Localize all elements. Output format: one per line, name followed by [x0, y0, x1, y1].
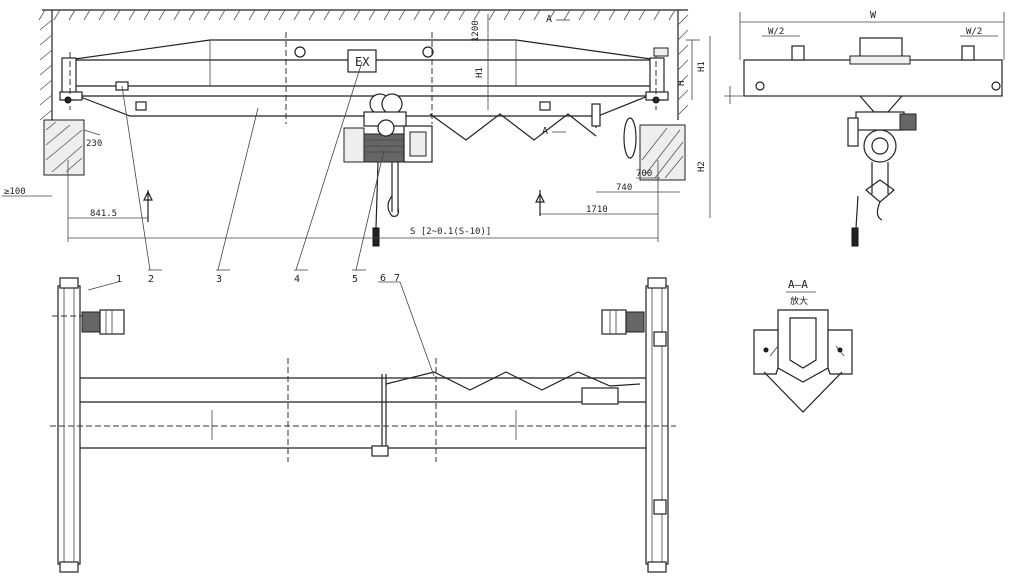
main-girder: EX — [67, 32, 659, 124]
dim-700: 700 — [636, 169, 652, 179]
dim-1200: 1200 — [471, 20, 481, 42]
dim-230: 230 — [86, 139, 102, 149]
dim-w-left: W/2 — [768, 27, 784, 37]
dim-w: W — [870, 10, 877, 21]
callout-3: 3 — [216, 274, 222, 285]
plan-drive-motor-right — [601, 309, 645, 335]
pendant-control — [372, 227, 380, 247]
section-mark-a-top: A — [546, 14, 552, 25]
lifting-lug-left — [294, 46, 306, 58]
plan-end-carriage-left — [52, 277, 86, 573]
callout-5: 5 — [352, 274, 358, 285]
lifting-lug-right — [422, 46, 434, 58]
end-carriage-left — [59, 52, 83, 110]
section-a-a: A—A 放大 — [753, 278, 853, 413]
plan-main-girder — [50, 358, 676, 462]
dim-h1: H1 — [475, 67, 485, 78]
plan-cable-festoon — [385, 371, 641, 391]
front-elevation: EX — [2, 9, 711, 285]
electric-hoist — [343, 93, 433, 247]
dim-span: S [2~0.1(S-10)] — [410, 227, 491, 237]
front-dimensions: 1200 H1 H H1 H2 230 ≥100 841.5 S [2~0.1(… — [2, 14, 711, 242]
plan-drive-motor-left — [81, 309, 125, 335]
side-end-beam — [743, 59, 1003, 97]
left-wall-hatch — [39, 10, 101, 176]
nameplate-text: EX — [355, 55, 370, 69]
dim-w-right: W/2 — [966, 27, 982, 37]
plan-view: 1 — [50, 274, 676, 573]
dim-h-right: H1 — [697, 61, 707, 72]
nameplate-box — [347, 49, 377, 73]
section-title: A—A — [788, 278, 808, 291]
callout-4: 4 — [294, 274, 300, 285]
section-subtitle: 放大 — [790, 295, 808, 307]
dim-740: 740 — [616, 183, 632, 193]
callout-6: 6 — [380, 273, 386, 284]
cable-festoon — [429, 103, 637, 159]
side-view: W W/2 W/2 — [724, 10, 1005, 247]
callout-1: 1 — [116, 274, 122, 285]
dim-841: 841.5 — [90, 209, 117, 219]
callout-7: 7 — [394, 273, 400, 284]
callout-leaders: 2 3 4 5 6 7 — [121, 61, 400, 285]
dim-1710: 1710 — [586, 205, 608, 215]
plan-end-carriage-right — [645, 277, 669, 573]
side-pendant — [851, 227, 859, 247]
dim-100: ≥100 — [4, 187, 26, 197]
dim-h-small: H — [677, 81, 687, 86]
ceiling-hatch — [38, 9, 688, 21]
callout-2: 2 — [148, 274, 154, 285]
right-wall-hatch — [639, 10, 689, 181]
dim-h-right2: H2 — [697, 161, 707, 172]
section-girder-profile — [777, 309, 829, 383]
end-carriage-right — [645, 47, 669, 110]
section-mark-a-bottom: A — [542, 126, 548, 137]
